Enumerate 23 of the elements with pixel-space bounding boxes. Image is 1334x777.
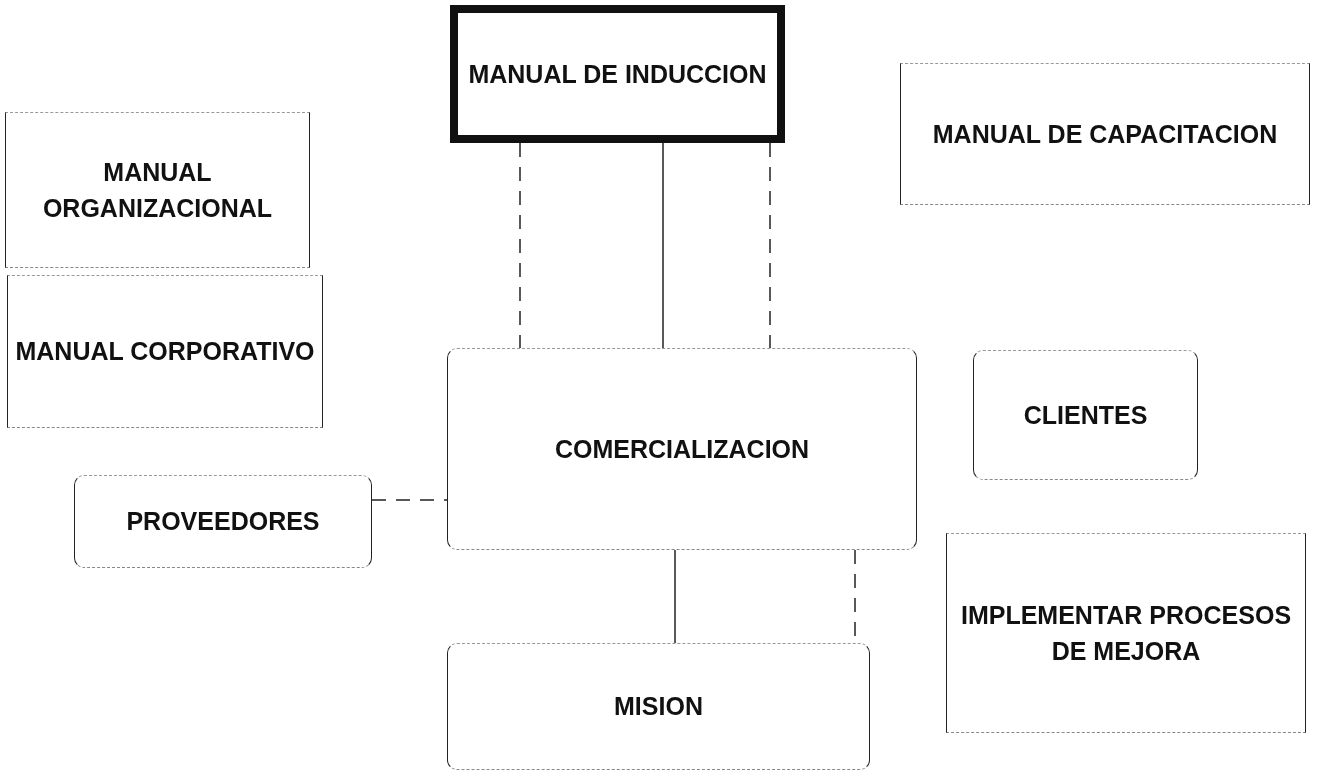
process-box	[973, 350, 1198, 480]
process-box	[7, 275, 323, 428]
connector-line	[769, 142, 771, 349]
process-box	[447, 643, 870, 770]
process-box	[946, 533, 1306, 733]
process-box	[447, 348, 917, 550]
box-label: IMPLEMENTAR PROCESOS DE MEJORA	[959, 599, 1293, 667]
box-label: MANUAL DE CAPACITACION	[932, 118, 1278, 150]
connector-line	[371, 499, 448, 501]
box-label: COMERCIALIZACION	[554, 433, 810, 465]
connector-line	[519, 142, 521, 349]
connector-line	[674, 549, 676, 644]
box-label: PROVEEDORES	[126, 506, 320, 538]
process-box	[5, 112, 310, 268]
box-label: MANUAL CORPORATIVO	[15, 336, 315, 368]
box-label: MISION	[614, 691, 703, 723]
connector-line	[662, 142, 664, 349]
process-box	[74, 475, 372, 568]
process-box	[900, 63, 1310, 205]
process-box	[450, 5, 785, 143]
box-label: CLIENTES	[1023, 399, 1148, 431]
box-label: MANUAL ORGANIZACIONAL	[41, 156, 274, 224]
box-label: MANUAL DE INDUCCION	[468, 58, 767, 90]
